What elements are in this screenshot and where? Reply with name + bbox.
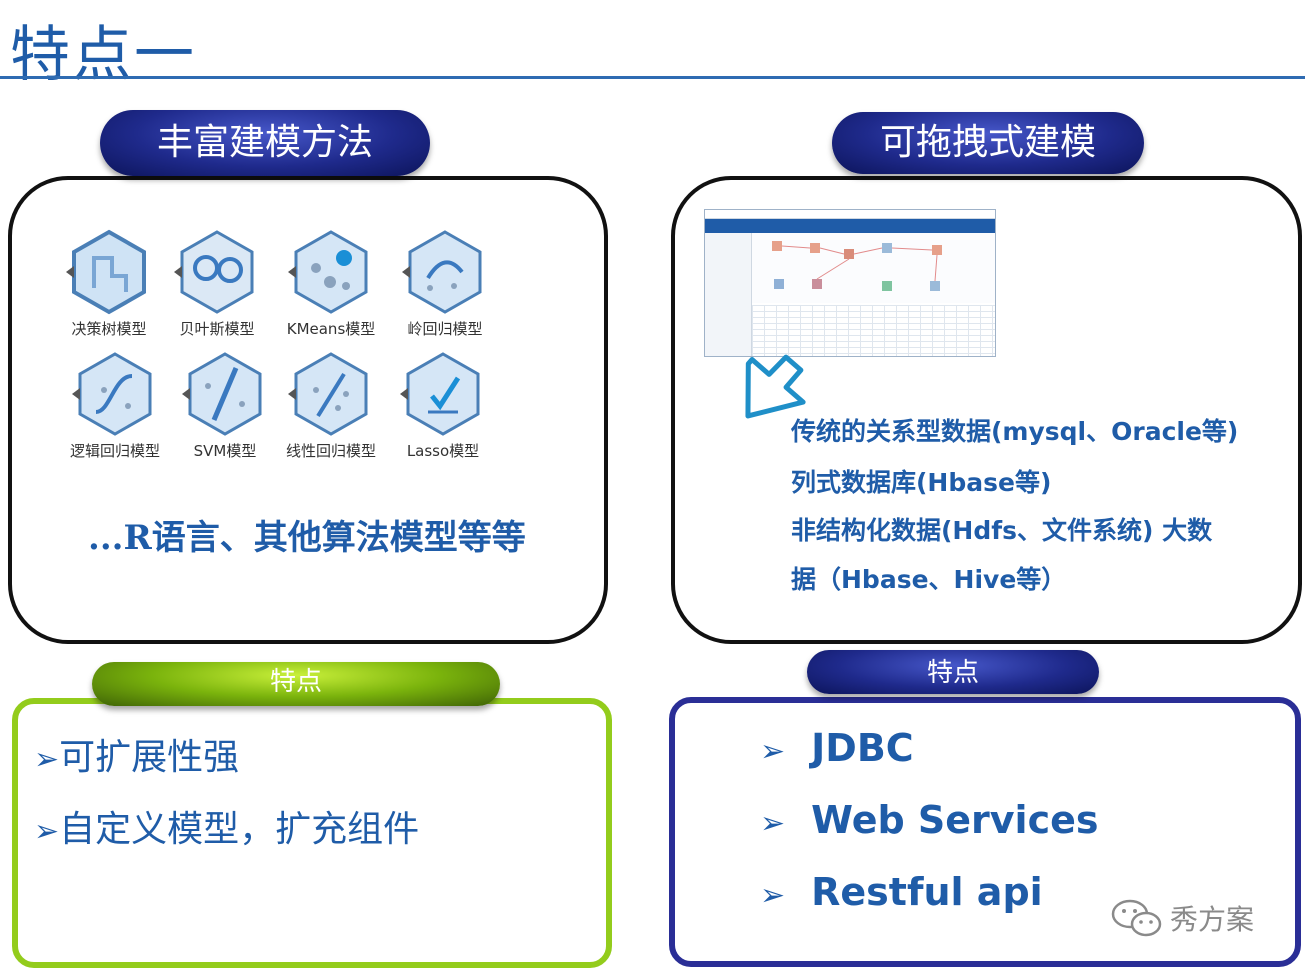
title-underline (0, 76, 1305, 79)
model-kmeans: KMeans模型 (276, 228, 386, 339)
db-line-unstructured: 非结构化数据(Hdfs、文件系统) 大数 (791, 516, 1213, 545)
model-label: KMeans模型 (286, 320, 376, 338)
modeling-methods-header: 丰富建模方法 (100, 110, 430, 176)
bullet-arrow-icon: ➢ (34, 814, 60, 849)
workflow-canvas-icon (772, 241, 942, 291)
model-label: 岭回归模型 (407, 320, 483, 338)
modeling-tool-screenshot (704, 209, 996, 357)
feature-right-bullet: ➢JDBC (760, 726, 914, 770)
db-line-columnar: 列式数据库(Hbase等) (791, 468, 1052, 497)
db-line-bigdata: 据（Hbase、Hive等） (791, 565, 1067, 594)
wechat-icon (1111, 899, 1162, 937)
page-title: 特点一 (10, 20, 196, 90)
drag-modeling-header: 可拖拽式建模 (832, 112, 1144, 174)
model-label: 线性回归模型 (285, 442, 376, 460)
model-decision-tree: 决策树模型 (54, 228, 164, 339)
model-ridge-regression: 岭回归模型 (390, 228, 500, 339)
bullet-arrow-icon: ➢ (34, 742, 60, 777)
model-label: 决策树模型 (71, 320, 147, 338)
feature-left-header: 特点 (92, 662, 500, 706)
feature-left-bullet: ➢自定义模型，扩充组件 (34, 809, 420, 850)
model-logistic-regression: 逻辑回归模型 (60, 350, 170, 461)
decision-tree-icon (66, 229, 146, 315)
kmeans-icon (288, 230, 368, 314)
model-lasso: Lasso模型 (388, 350, 498, 461)
bullet-arrow-icon: ➢ (760, 878, 786, 913)
feature-right-header: 特点 (807, 650, 1099, 694)
db-line-relational: 传统的关系型数据(mysql、Oracle等) (791, 417, 1239, 446)
model-svm: SVM模型 (170, 350, 280, 461)
logistic-regression-icon (72, 352, 152, 436)
model-label: Lasso模型 (406, 442, 480, 460)
feature-left-bullet: ➢可扩展性强 (34, 737, 240, 778)
ridge-regression-icon (402, 230, 482, 314)
watermark-text: 秀方案 (1170, 903, 1255, 936)
feature-right-bullet: ➢Web Services (760, 798, 1099, 842)
model-label: SVM模型 (193, 442, 257, 460)
model-bayes: 贝叶斯模型 (162, 228, 272, 339)
svm-icon (182, 352, 262, 436)
bullet-arrow-icon: ➢ (760, 734, 786, 769)
more-models-text: ...R语言、其他算法模型等等 (88, 518, 526, 558)
linear-regression-icon (288, 352, 368, 436)
feature-right-bullet: ➢Restful api (760, 870, 1043, 914)
model-linear-regression: 线性回归模型 (276, 350, 386, 461)
watermark: 秀方案 (1110, 898, 1254, 938)
down-arrow-icon (745, 354, 806, 419)
model-label: 贝叶斯模型 (179, 320, 255, 338)
bullet-arrow-icon: ➢ (760, 806, 786, 841)
lasso-icon (400, 352, 480, 436)
feature-extensibility-box (12, 698, 612, 968)
model-label: 逻辑回归模型 (69, 442, 160, 460)
bayes-icon (174, 230, 254, 314)
feature-interfaces-box (669, 697, 1301, 967)
